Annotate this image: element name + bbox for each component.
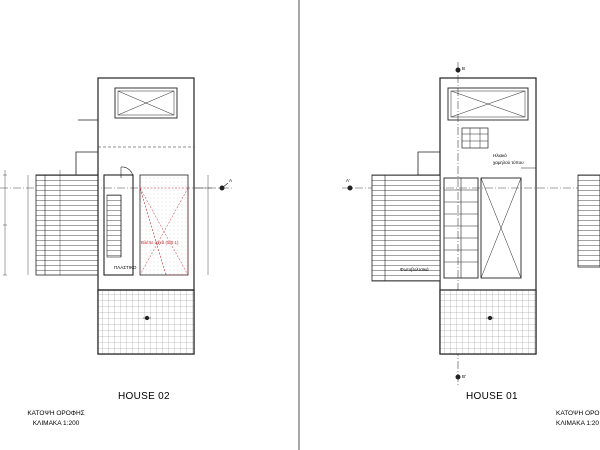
room-label: ΠΛΑΣΤΙΚΟ xyxy=(114,265,137,270)
callout-solar-type: χαμηλού τύπου xyxy=(493,160,524,165)
callout-solar: Ηλιακό xyxy=(493,153,507,158)
red-note: Βλέπε σχεδ (5/0.1) xyxy=(141,240,179,245)
marker-b-bottom: B' xyxy=(462,374,466,379)
house-02-title: HOUSE 02 xyxy=(118,391,170,402)
deck-left-01 xyxy=(371,174,441,282)
void-box xyxy=(480,177,522,279)
section-marker-b-bottom xyxy=(455,374,461,380)
stair-core xyxy=(103,174,134,276)
tiled-terrace-02 xyxy=(97,289,195,355)
house-02-plan xyxy=(0,77,232,355)
house-01-title: HOUSE 01 xyxy=(466,391,518,402)
skylight-box-01 xyxy=(447,87,529,121)
callout-pv: Φωτοβολταϊκά xyxy=(400,267,429,272)
house-01-caption-line2: ΚΛΙΜΑΚΑ 1:20 xyxy=(556,420,600,427)
house-01-caption-line1: ΚΑΤΟΨΗ ΟΡΟΦΗΣ xyxy=(556,410,600,417)
house-01-plan xyxy=(342,62,600,385)
section-marker-b-top xyxy=(455,67,461,73)
marker-b-top: B xyxy=(462,66,466,71)
solar-heater xyxy=(461,127,489,149)
tiled-terrace-01 xyxy=(439,289,537,355)
marker-a-right: A xyxy=(229,178,233,183)
marker-a-left: A' xyxy=(346,178,350,183)
house-02-caption-line2: ΚΛΙΜΑΚΑ 1:200 xyxy=(32,420,80,427)
section-marker-a-prime xyxy=(347,185,353,191)
skylight-box xyxy=(114,87,178,119)
stair-flight-left xyxy=(35,174,99,276)
house-02-caption-line1: ΚΑΤΟΨΗ ΟΡΟΦΗΣ xyxy=(27,410,85,417)
